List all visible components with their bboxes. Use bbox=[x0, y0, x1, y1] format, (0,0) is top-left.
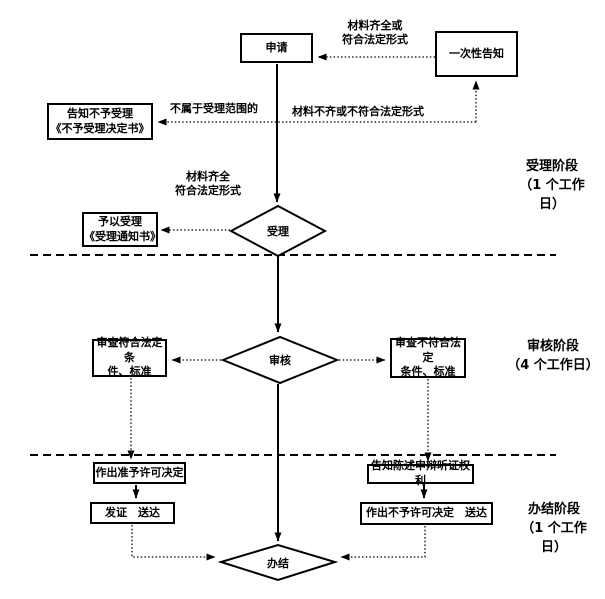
node-grant-decision: 作出准予许可决定 bbox=[93, 462, 186, 484]
diamond-finish-check bbox=[217, 543, 339, 582]
node-one-time-notice: 一次性告知 bbox=[435, 31, 518, 77]
node-deny-decision: 作出不予许可决定 送达 bbox=[360, 502, 493, 525]
stage-label-finish: 办结阶段 （1 个工作 日） bbox=[521, 502, 587, 555]
edge-label-complete-or-legal: 材料齐全或 符合法定形式 bbox=[342, 19, 408, 46]
node-apply: 申请 bbox=[240, 33, 313, 63]
stage-label-review: 审核阶段 （4 个工作日） bbox=[507, 339, 599, 373]
dotted-deny-to-finish bbox=[340, 526, 426, 561]
edge-label-complete-legal: 材料齐全 符合法定形式 bbox=[175, 170, 241, 197]
diamond-accept-check bbox=[228, 204, 328, 258]
node-review-fail: 审查不符合法定 条件、标准 bbox=[390, 336, 466, 378]
node-inform-rights: 告知陈述申辩听证权利 bbox=[367, 459, 474, 487]
stage-label-accept: 受理阶段 （1 个工作 日） bbox=[519, 159, 585, 212]
node-review-pass: 审查符合法定条 件、标准 bbox=[92, 336, 167, 378]
node-reject-notice: 告知不予受理 《不予受理决定书》 bbox=[47, 103, 153, 140]
diamond-review-check bbox=[220, 335, 340, 385]
dotted-issue-to-finish bbox=[131, 525, 216, 561]
node-issue-deliver: 发证 送达 bbox=[90, 502, 175, 524]
node-accept-notice: 予以受理 《受理通知书》 bbox=[82, 212, 161, 247]
edge-label-out-of-scope: 不属于受理范围的 bbox=[170, 102, 258, 115]
edge-label-incomplete-or-illegal: 材料不齐或不符合法定形式 bbox=[292, 105, 424, 118]
